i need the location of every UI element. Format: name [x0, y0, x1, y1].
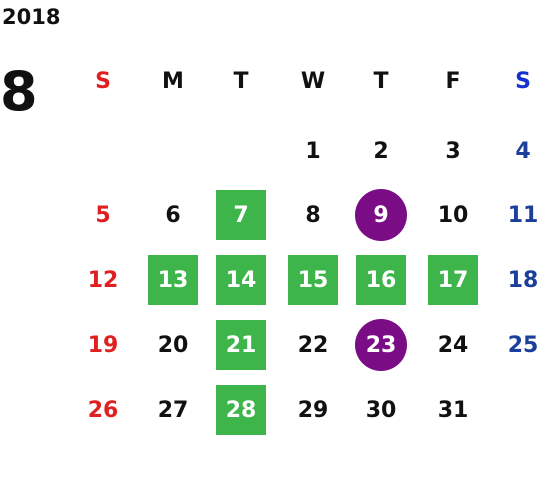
day-cell-green[interactable]: 21	[216, 320, 266, 370]
day-cell-green[interactable]: 17	[428, 255, 478, 305]
day-cell[interactable]: 11	[507, 202, 539, 228]
day-cell[interactable]: 20	[157, 332, 189, 358]
day-cell[interactable]: 8	[305, 202, 321, 228]
weekday-header: M	[162, 68, 184, 94]
day-cell[interactable]: 12	[87, 267, 119, 293]
day-cell[interactable]: 25	[507, 332, 539, 358]
day-cell-green[interactable]: 7	[216, 190, 266, 240]
day-cell[interactable]: 30	[365, 397, 397, 423]
weekday-header: T	[373, 68, 389, 94]
day-cell[interactable]: 24	[437, 332, 469, 358]
day-cell[interactable]: 31	[437, 397, 469, 423]
day-cell-green[interactable]: 13	[148, 255, 198, 305]
month-label: 8	[0, 60, 38, 123]
day-cell[interactable]: 10	[437, 202, 469, 228]
day-cell[interactable]: 5	[95, 202, 111, 228]
weekday-header: S	[515, 68, 531, 94]
day-cell[interactable]: 19	[87, 332, 119, 358]
year-label: 2018	[2, 5, 61, 29]
day-cell-green[interactable]: 15	[288, 255, 338, 305]
day-cell[interactable]: 6	[165, 202, 181, 228]
day-cell-purple[interactable]: 9	[355, 189, 407, 241]
weekday-header: T	[233, 68, 249, 94]
day-cell-green[interactable]: 14	[216, 255, 266, 305]
day-cell[interactable]: 18	[507, 267, 539, 293]
day-cell[interactable]: 27	[157, 397, 189, 423]
day-cell[interactable]: 2	[373, 138, 389, 164]
day-cell[interactable]: 29	[297, 397, 329, 423]
day-cell[interactable]: 3	[445, 138, 461, 164]
day-cell[interactable]: 26	[87, 397, 119, 423]
weekday-header: W	[300, 68, 326, 94]
day-cell[interactable]: 1	[305, 138, 321, 164]
weekday-header: S	[95, 68, 111, 94]
day-cell-green[interactable]: 28	[216, 385, 266, 435]
day-cell[interactable]: 4	[515, 138, 531, 164]
day-cell[interactable]: 22	[297, 332, 329, 358]
weekday-header: F	[445, 68, 461, 94]
day-cell-purple[interactable]: 23	[355, 319, 407, 371]
day-cell-green[interactable]: 16	[356, 255, 406, 305]
